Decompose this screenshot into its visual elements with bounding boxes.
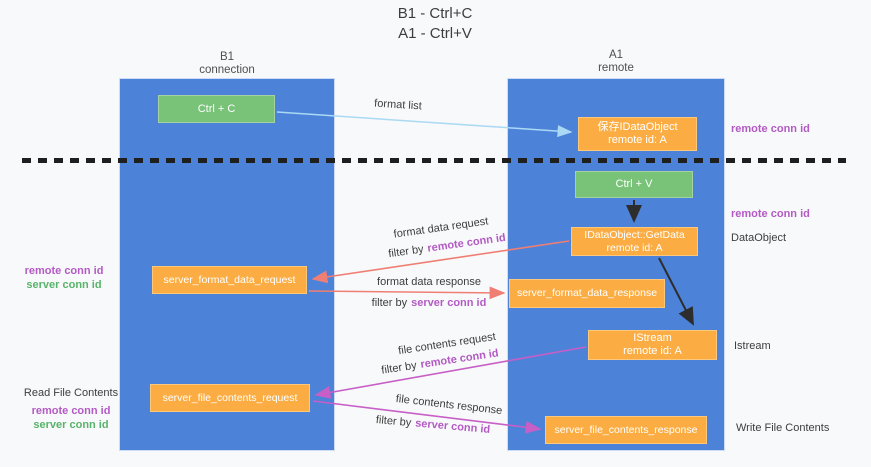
node-server-format-data-request: server_format_data_request	[152, 266, 307, 294]
node-server-file-contents-response-label: server_file_contents_response	[554, 423, 698, 436]
label-group-read-file-contents: Read File Contents remote conn id server…	[18, 386, 124, 432]
node-getdata-line1: IDataObject::GetData	[584, 228, 685, 241]
label-group-left-conn-ids: remote conn id server conn id	[19, 264, 109, 292]
label-remote-conn-id-dataobject: remote conn id	[731, 208, 810, 220]
label-write-file-contents: Write File Contents	[736, 422, 830, 434]
lane-header-a1: A1 remote	[507, 49, 725, 75]
phase-separator-dashed-line	[22, 158, 846, 163]
node-server-format-data-response: server_format_data_response	[509, 279, 665, 308]
label-dataobject: DataObject	[731, 232, 787, 244]
title-line-1: B1 - Ctrl+C	[397, 5, 473, 22]
node-ctrl-v-label: Ctrl + V	[615, 178, 653, 190]
edge-label-format-list: format list	[373, 97, 423, 113]
node-istream: IStream remote id: A	[588, 330, 717, 360]
node-ctrl-c: Ctrl + C	[158, 95, 275, 123]
lane-a1-title: A1	[608, 49, 624, 61]
node-server-format-data-request-label: server_format_data_request	[163, 273, 296, 286]
node-ctrl-c-label: Ctrl + C	[197, 102, 236, 115]
node-server-file-contents-response: server_file_contents_response	[545, 416, 707, 444]
label-bottom-server-conn-id: server conn id	[33, 419, 109, 431]
node-server-file-contents-request: server_file_contents_request	[150, 384, 310, 412]
lane-a1-subtitle: remote	[598, 62, 634, 74]
lane-b1-title: B1	[219, 51, 235, 63]
node-server-file-contents-request-label: server_file_contents_request	[162, 391, 298, 404]
lane-b1-subtitle: connection	[199, 64, 255, 76]
node-save-idataobject-line1: 保存IDataObject	[597, 121, 678, 133]
edge-label-format-data-response: format data response	[377, 276, 481, 288]
node-ctrl-v: Ctrl + V	[575, 171, 693, 198]
label-istream: Istream	[734, 340, 771, 352]
node-istream-line2: remote id: A	[623, 345, 682, 357]
label-read-file-contents: Read File Contents	[23, 387, 119, 399]
title-line-2: A1 - Ctrl+V	[398, 25, 472, 42]
node-istream-line1: IStream	[633, 332, 672, 344]
label-bottom-remote-conn-id: remote conn id	[31, 405, 111, 417]
label-left-remote-conn-id: remote conn id	[24, 265, 104, 277]
node-server-format-data-response-label: server_format_data_response	[516, 287, 658, 299]
node-save-idataobject: 保存IDataObject remote id: A	[578, 117, 697, 151]
lane-header-b1: B1 connection	[119, 51, 335, 77]
diagram-title: B1 - Ctrl+C A1 - Ctrl+V	[235, 4, 635, 44]
label-left-server-conn-id: server conn id	[26, 279, 102, 291]
edge-label-file-contents-response: file contents response	[395, 392, 503, 418]
node-getdata-line2: remote id: A	[606, 241, 663, 254]
label-remote-conn-id-top: remote conn id	[731, 123, 810, 135]
node-idataobject-getdata: IDataObject::GetData remote id: A	[571, 227, 698, 256]
arrow-format-data-response	[308, 286, 506, 300]
node-save-idataobject-line2: remote id: A	[608, 134, 667, 146]
